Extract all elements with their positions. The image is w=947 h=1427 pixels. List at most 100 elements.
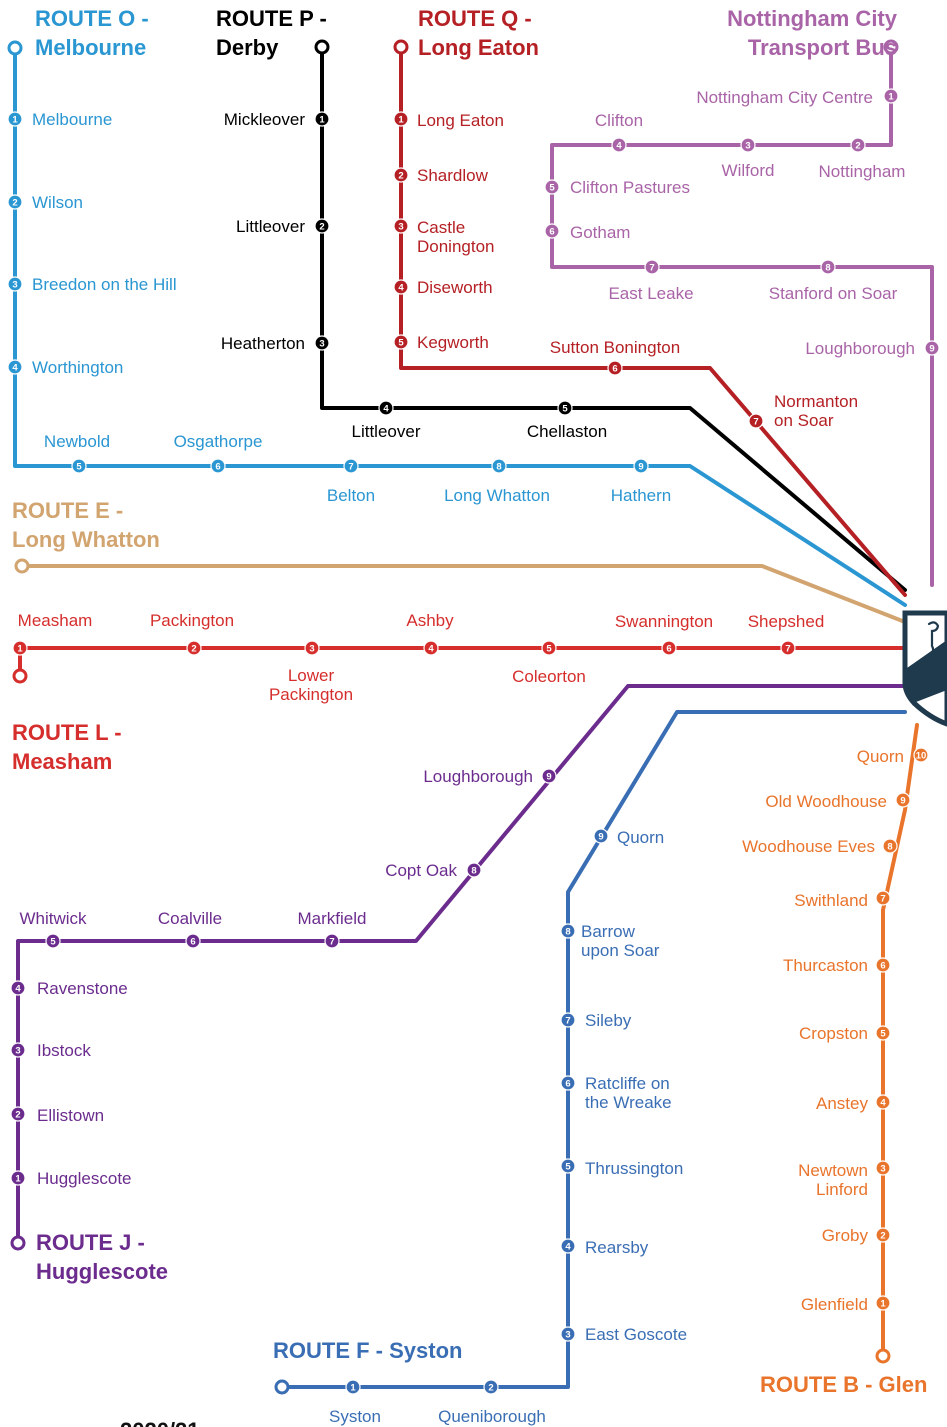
stop-marker bbox=[560, 1326, 576, 1342]
route-o-stop-4: 4 bbox=[7, 359, 23, 375]
stop-number: 4 bbox=[565, 1241, 571, 1252]
route-nct-stop-6: 6 bbox=[544, 223, 560, 239]
route-b-title: ROUTE B - Glen bbox=[760, 1372, 927, 1397]
stop-label: Whitwick bbox=[19, 909, 87, 928]
stop-number: 3 bbox=[12, 279, 17, 290]
stop-number: 2 bbox=[488, 1382, 493, 1393]
stop-number: 1 bbox=[17, 643, 23, 654]
stop-number: 10 bbox=[916, 750, 927, 761]
route-f-stop-6: 6 bbox=[560, 1075, 576, 1091]
stop-number: 8 bbox=[565, 926, 570, 937]
stop-number: 4 bbox=[616, 140, 622, 151]
route-q-stop-3: 3 bbox=[393, 218, 409, 234]
stop-label: Quorn bbox=[857, 747, 904, 766]
stop-label: Ravenstone bbox=[37, 979, 128, 998]
route-l-stop-1: 1 bbox=[12, 640, 28, 656]
stop-label: Heatherton bbox=[221, 334, 305, 353]
stop-label: Breedon on the Hill bbox=[32, 275, 177, 294]
stop-marker bbox=[544, 223, 560, 239]
route-p-stop-4: 4 bbox=[378, 400, 394, 416]
stop-marker bbox=[882, 838, 898, 854]
stop-label: Packington bbox=[150, 611, 234, 630]
route-q-stop-5: 5 bbox=[393, 334, 409, 350]
stop-label: Queniborough bbox=[438, 1407, 546, 1426]
stop-number: 1 bbox=[12, 114, 18, 125]
stop-number: 3 bbox=[15, 1045, 20, 1056]
stop-number: 1 bbox=[350, 1382, 356, 1393]
stop-marker bbox=[491, 458, 507, 474]
route-nct-stop-4: 4 bbox=[611, 137, 627, 153]
route-j-stop-1: 1 bbox=[10, 1170, 26, 1186]
stop-number: 9 bbox=[638, 461, 643, 472]
stop-marker bbox=[560, 1012, 576, 1028]
stop-marker bbox=[343, 458, 359, 474]
stop-label: Chellaston bbox=[527, 422, 607, 441]
route-b-stop-6: 6 bbox=[875, 957, 891, 973]
route-j-stop-3: 3 bbox=[10, 1042, 26, 1058]
stop-number: 6 bbox=[666, 643, 671, 654]
stop-marker bbox=[913, 747, 929, 763]
school-crest-icon bbox=[902, 610, 947, 727]
stop-marker bbox=[644, 259, 660, 275]
route-o-stop-3: 3 bbox=[7, 276, 23, 292]
route-j-stop-6: 6 bbox=[185, 933, 201, 949]
route-j-stop-7: 7 bbox=[324, 933, 340, 949]
stop-label: Mickleover bbox=[224, 110, 306, 129]
stop-marker bbox=[314, 335, 330, 351]
stop-number: 3 bbox=[880, 1163, 885, 1174]
stop-number: 2 bbox=[191, 643, 196, 654]
stop-marker bbox=[393, 218, 409, 234]
stop-number: 7 bbox=[753, 416, 758, 427]
stop-label: Sileby bbox=[585, 1011, 632, 1030]
stop-number: 1 bbox=[319, 114, 325, 125]
stop-marker bbox=[607, 360, 623, 376]
stop-marker bbox=[393, 167, 409, 183]
route-l-stop-4: 4 bbox=[423, 640, 439, 656]
stop-marker bbox=[186, 640, 202, 656]
route-p-stop-5: 5 bbox=[557, 400, 573, 416]
stop-number: 8 bbox=[496, 461, 501, 472]
stop-marker bbox=[7, 111, 23, 127]
stop-marker bbox=[7, 359, 23, 375]
route-p-terminus-icon bbox=[314, 39, 330, 55]
stop-label: Clifton Pastures bbox=[570, 178, 690, 197]
stop-marker bbox=[314, 218, 330, 234]
stop-number: 8 bbox=[887, 841, 892, 852]
stop-label: Cropston bbox=[799, 1024, 868, 1043]
stop-marker bbox=[12, 640, 28, 656]
stop-label: Wilson bbox=[32, 193, 83, 212]
stop-label: Stanford on Soar bbox=[769, 284, 898, 303]
stop-number: 4 bbox=[428, 643, 434, 654]
route-o-stop-1: 1 bbox=[7, 111, 23, 127]
stop-marker bbox=[560, 1238, 576, 1254]
stop-number: 6 bbox=[215, 461, 220, 472]
stop-number: 4 bbox=[383, 403, 389, 414]
route-o-stop-6: 6 bbox=[210, 458, 226, 474]
route-b-stop-10: 10 bbox=[913, 747, 929, 763]
route-b-stop-9: 9 bbox=[895, 792, 911, 808]
stop-label: Belton bbox=[327, 486, 375, 505]
stop-number: 4 bbox=[15, 983, 21, 994]
stop-number: 1 bbox=[15, 1173, 21, 1184]
stop-label: Glenfield bbox=[801, 1295, 868, 1314]
route-b-stop-3: 3 bbox=[875, 1160, 891, 1176]
stop-number: 9 bbox=[546, 771, 551, 782]
route-b-stop-4: 4 bbox=[875, 1094, 891, 1110]
stop-marker bbox=[423, 640, 439, 656]
route-nct-stop-2: 2 bbox=[850, 137, 866, 153]
route-q-stop-4: 4 bbox=[393, 279, 409, 295]
stop-label: Quorn bbox=[617, 828, 664, 847]
stop-number: 6 bbox=[549, 226, 554, 237]
route-nct-stop-8: 8 bbox=[820, 259, 836, 275]
stop-marker bbox=[633, 458, 649, 474]
stop-marker bbox=[875, 890, 891, 906]
route-j-stop-9: 9 bbox=[541, 768, 557, 784]
stop-marker bbox=[541, 640, 557, 656]
route-f-stop-5: 5 bbox=[560, 1158, 576, 1174]
stop-label: Long Whatton bbox=[444, 486, 550, 505]
stop-label: Nottingham bbox=[819, 162, 906, 181]
stop-label: Old Woodhouse bbox=[765, 792, 887, 811]
stop-label: Littleover bbox=[236, 217, 305, 236]
route-nct-stop-3: 3 bbox=[740, 137, 756, 153]
